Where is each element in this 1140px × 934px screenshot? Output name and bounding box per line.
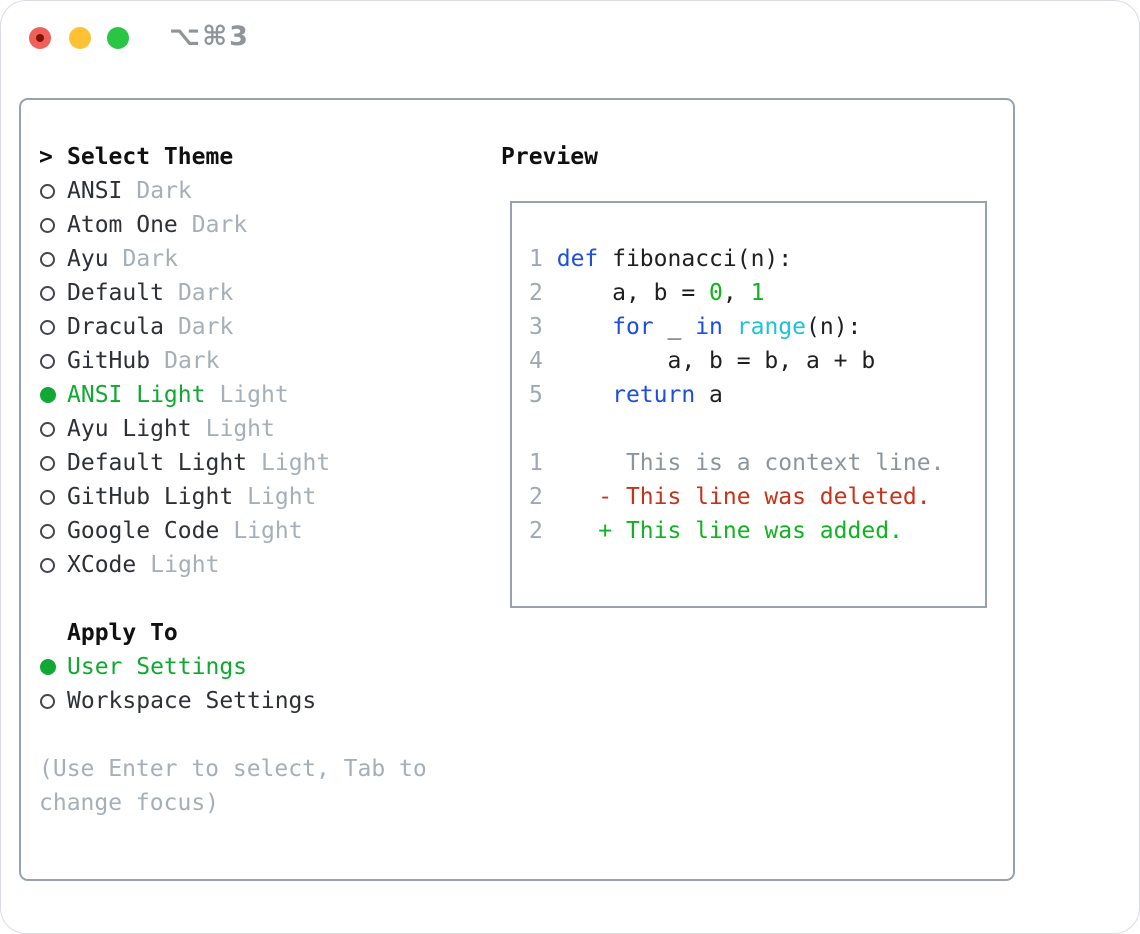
help-text-line-1: (Use Enter to select, Tab to <box>39 756 427 782</box>
preview-title: Preview <box>501 144 598 170</box>
theme-option-github[interactable]: GitHub Dark <box>39 344 427 378</box>
minimize-button[interactable] <box>69 27 91 49</box>
theme-variant-label: Dark <box>136 178 192 204</box>
code-line: 2 a, b = 0, 1 <box>529 280 765 306</box>
radio-icon <box>39 285 67 301</box>
option-label: Default Light <box>67 450 248 476</box>
theme-option-ayu-light[interactable]: Ayu Light Light <box>39 412 427 446</box>
line-number: 2 <box>529 518 543 544</box>
option-label: ANSI Light <box>67 382 206 408</box>
theme-variant-label: Dark <box>177 280 234 306</box>
line-number: 5 <box>529 382 543 408</box>
code-line: 3 for _ in range(n): <box>529 314 862 340</box>
diff-context-line: 1 This is a context line. <box>529 450 945 476</box>
diff-deleted-line: 2 - This line was deleted. <box>529 484 931 510</box>
apply-to-title: Apply To <box>67 620 178 646</box>
theme-option-default-light[interactable]: Default Light Light <box>39 446 427 480</box>
close-dot-icon <box>36 34 44 42</box>
theme-option-github-light[interactable]: GitHub Light Light <box>39 480 427 514</box>
theme-option-dracula[interactable]: Dracula Dark <box>39 310 427 344</box>
code-line: 4 a, b = b, a + b <box>529 348 876 374</box>
preview-code: 1 def fibonacci(n): 2 a, b = 0, 1 3 for _ … <box>512 203 985 548</box>
radio-icon <box>39 251 67 267</box>
option-label: Workspace Settings <box>67 688 317 714</box>
theme-variant-label: Dark <box>191 212 248 238</box>
line-number: 3 <box>529 314 543 340</box>
theme-variant-label: Light <box>205 416 275 442</box>
theme-variant-label: Light <box>261 450 331 476</box>
radio-icon <box>39 353 67 369</box>
titlebar: ⌥⌘3 <box>1 1 1139 73</box>
zoom-button[interactable] <box>107 27 129 49</box>
option-label: GitHub <box>67 348 151 374</box>
code-line: 5 return a <box>529 382 723 408</box>
theme-variant-label: Dark <box>177 314 234 340</box>
theme-option-default[interactable]: Default Dark <box>39 276 427 310</box>
theme-option-google-code[interactable]: Google Code Light <box>39 514 427 548</box>
apply-option-workspace-settings[interactable]: Workspace Settings <box>39 684 427 718</box>
line-number: 2 <box>529 484 543 510</box>
option-label: XCode <box>67 552 137 578</box>
line-number: 1 <box>529 246 543 272</box>
theme-variant-label: Light <box>219 382 289 408</box>
spacer <box>39 582 427 616</box>
option-label: Ayu Light <box>67 416 192 442</box>
option-label: GitHub Light <box>67 484 234 510</box>
theme-variant-label: Light <box>233 518 303 544</box>
radio-icon <box>39 557 67 573</box>
theme-option-ansi-light[interactable]: ANSI Light Light <box>39 378 427 412</box>
radio-icon <box>39 523 67 539</box>
radio-icon <box>39 217 67 233</box>
blank-line <box>529 412 985 446</box>
apply-option-user-settings[interactable]: User Settings <box>39 650 427 684</box>
code-line: 1 def fibonacci(n): <box>529 246 793 272</box>
apply-to-header: Apply To <box>39 616 427 650</box>
line-number: 2 <box>529 280 543 306</box>
close-button[interactable] <box>29 27 51 49</box>
option-label: ANSI <box>67 178 123 204</box>
spacer <box>39 718 427 752</box>
theme-variant-label: Light <box>247 484 317 510</box>
option-label: Dracula <box>67 314 164 340</box>
select-theme-title: Select Theme <box>67 144 234 170</box>
theme-variant-label: Dark <box>122 246 178 272</box>
radio-icon <box>39 319 67 335</box>
radio-icon <box>39 183 67 199</box>
help-text-line-2: change focus) <box>39 790 220 816</box>
option-label: Atom One <box>67 212 178 238</box>
theme-option-ansi[interactable]: ANSI Dark <box>39 174 427 208</box>
radio-icon <box>39 421 67 437</box>
option-label: User Settings <box>67 654 248 680</box>
theme-option-xcode[interactable]: XCode Light <box>39 548 427 582</box>
radio-selected-icon <box>39 659 67 675</box>
line-number: 1 <box>529 450 543 476</box>
theme-option-atom-one[interactable]: Atom One Dark <box>39 208 427 242</box>
line-number: 4 <box>529 348 543 374</box>
window-shortcut-label: ⌥⌘3 <box>169 21 250 52</box>
cursor-icon: > <box>39 144 53 170</box>
theme-variant-label: Light <box>150 552 220 578</box>
option-label: Default <box>67 280 164 306</box>
option-label: Ayu <box>67 246 109 272</box>
radio-icon <box>39 489 67 505</box>
select-theme-header: > Select Theme <box>39 140 427 174</box>
diff-added-line: 2 + This line was added. <box>529 518 903 544</box>
preview-box: 1 def fibonacci(n): 2 a, b = 0, 1 3 for _ … <box>510 201 987 608</box>
radio-icon <box>39 455 67 471</box>
radio-icon <box>39 693 67 709</box>
preview-header: Preview <box>501 140 598 174</box>
option-label: Google Code <box>67 518 220 544</box>
theme-option-ayu[interactable]: Ayu Dark <box>39 242 427 276</box>
radio-selected-icon <box>39 387 67 403</box>
theme-variant-label: Dark <box>164 348 220 374</box>
